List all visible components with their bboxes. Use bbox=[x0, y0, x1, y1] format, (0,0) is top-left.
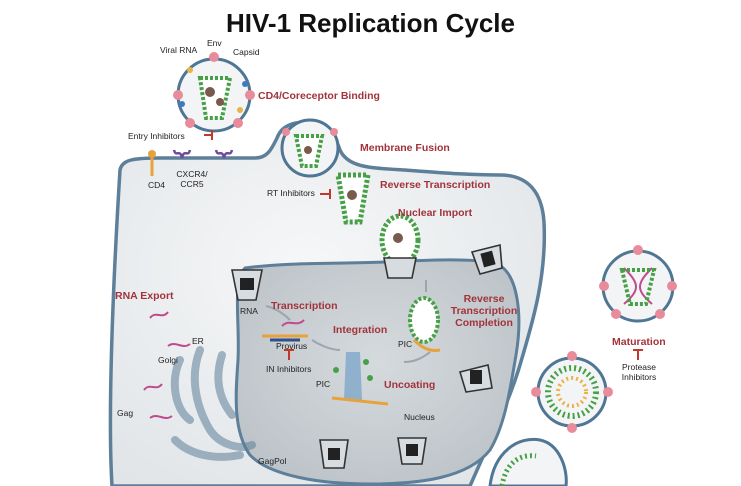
step-uncoating: Uncoating bbox=[384, 379, 436, 391]
label-capsid: Capsid bbox=[233, 47, 260, 57]
step-transcription: Transcription bbox=[271, 300, 338, 312]
immature-virion bbox=[531, 351, 613, 433]
uncoating-complex bbox=[331, 352, 389, 406]
label-protease-inhibitors-line-1: Protease bbox=[621, 362, 657, 372]
label-rt-inhibitors: RT Inhibitors bbox=[267, 188, 315, 198]
entry-inhibitor-symbol bbox=[204, 130, 213, 140]
label-coreceptors-line-2: CCR5 bbox=[180, 179, 204, 189]
label-pic-2: PIC bbox=[316, 379, 331, 389]
nuclear-pore bbox=[458, 364, 493, 393]
coreceptor bbox=[172, 149, 234, 159]
label-nucleus: Nucleus bbox=[404, 412, 435, 422]
process-arrows bbox=[265, 280, 431, 363]
label-er: ER bbox=[192, 336, 204, 346]
cd4-receptor bbox=[148, 150, 156, 176]
capsid-cytoplasm bbox=[335, 172, 371, 225]
label-in-inhibitors: IN Inhibitors bbox=[266, 364, 312, 374]
label-coreceptors-line-1: CXCR4/ bbox=[176, 169, 208, 179]
label-viral-rna: Viral RNA bbox=[160, 45, 198, 55]
label-rna: RNA bbox=[240, 306, 258, 316]
protease-inhibitor-symbol bbox=[633, 349, 643, 360]
mature-virion bbox=[599, 245, 677, 323]
label-cd4: CD4 bbox=[148, 180, 166, 190]
budding-virion bbox=[488, 437, 568, 486]
nuclear-pore bbox=[319, 439, 349, 469]
label-protease-inhibitors: Protease Inhibitors bbox=[614, 362, 664, 382]
step-rna-export: RNA Export bbox=[115, 290, 174, 302]
step-binding: CD4/Coreceptor Binding bbox=[258, 90, 380, 102]
label-gagpol: GagPol bbox=[258, 456, 287, 466]
in-inhibitor-symbol bbox=[284, 349, 294, 360]
nuclear-pore bbox=[397, 437, 427, 465]
capsid-nuclear-import bbox=[379, 213, 421, 279]
virion-free bbox=[173, 52, 255, 133]
label-provirus: Provirus bbox=[276, 341, 308, 351]
label-gag: Gag bbox=[117, 408, 134, 418]
label-coreceptors: CXCR4/ CCR5 bbox=[172, 169, 212, 189]
virion-fusion bbox=[280, 118, 340, 178]
label-golgi: Golgi bbox=[158, 355, 178, 365]
label-protease-inhibitors-line-2: Inhibitors bbox=[621, 372, 657, 382]
step-rt-completion-line-2: Transcription bbox=[450, 305, 518, 317]
step-nuclear-import: Nuclear Import bbox=[398, 207, 473, 219]
pic-complex bbox=[408, 296, 441, 352]
provirus-dna bbox=[262, 334, 308, 342]
rt-inhibitor-symbol bbox=[320, 189, 331, 199]
step-reverse-transcription: Reverse Transcription bbox=[380, 179, 491, 191]
viral-rna-strands bbox=[143, 311, 305, 419]
label-entry-inhibitors: Entry Inhibitors bbox=[128, 131, 185, 141]
step-rt-completion-line-1: Reverse bbox=[463, 293, 505, 305]
step-fusion: Membrane Fusion bbox=[360, 142, 450, 154]
step-integration: Integration bbox=[333, 324, 388, 336]
label-env: Env bbox=[207, 38, 222, 48]
page-title: HIV-1 Replication Cycle bbox=[226, 8, 515, 38]
step-maturation: Maturation bbox=[612, 336, 666, 348]
nucleus bbox=[234, 258, 521, 486]
nuclear-pore bbox=[231, 269, 263, 301]
label-pic-1: PIC bbox=[398, 339, 413, 349]
nuclear-pore bbox=[470, 243, 503, 275]
step-rt-completion-line-3: Completion bbox=[455, 317, 513, 329]
step-rt-completion: Reverse Transcription Completion bbox=[442, 293, 526, 329]
er-golgi bbox=[170, 346, 256, 461]
